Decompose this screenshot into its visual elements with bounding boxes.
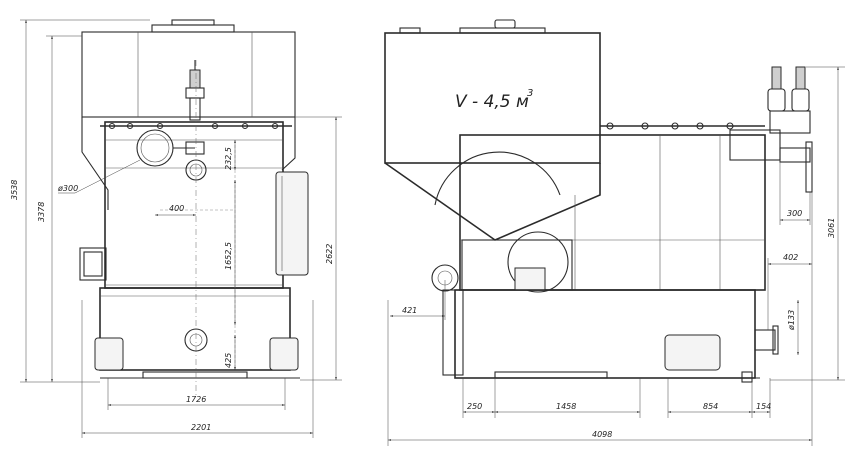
dim-inner-height: 1652,5 <box>224 242 233 270</box>
dim-side-421: 421 <box>402 306 417 315</box>
dim-side-diameter-133: ø133 <box>787 310 796 331</box>
front-safety-valve <box>185 60 205 121</box>
side-drive-unit <box>664 334 721 371</box>
front-left-motor <box>79 247 107 281</box>
front-inspection-port <box>136 129 174 167</box>
front-dimensions: 3538 3378 2622 1652,5 232,5 425 400 ø300… <box>10 19 342 438</box>
dim-top-offset: 232,5 <box>224 147 233 170</box>
dim-body-height: 3378 <box>37 202 46 222</box>
front-flange-bolts <box>108 122 279 130</box>
front-hopper-lid <box>151 24 235 33</box>
side-view: V - 4,5 м 3 <box>384 19 813 383</box>
dim-side-402: 402 <box>783 253 798 262</box>
dim-side-250: 250 <box>467 402 482 411</box>
dim-side-154: 154 <box>756 402 771 411</box>
hopper-volume-label: V - 4,5 м <box>455 92 529 112</box>
front-hopper <box>81 31 296 118</box>
side-boiler-body <box>459 134 766 291</box>
front-view <box>79 19 309 395</box>
front-side-door <box>275 171 309 276</box>
dim-side-1458: 1458 <box>556 402 576 411</box>
dim-bottom-offset: 425 <box>224 353 233 368</box>
dim-side-300: 300 <box>787 209 802 218</box>
dim-overall-width: 2201 <box>191 423 211 432</box>
dim-offset-400: 400 <box>169 204 184 213</box>
dim-base-width: 1726 <box>186 395 206 404</box>
dim-side-overall-length: 4098 <box>592 430 612 439</box>
hopper-volume-exponent: 3 <box>527 88 533 99</box>
front-right-drive <box>269 337 299 371</box>
front-base <box>99 287 291 371</box>
front-boiler-body <box>104 121 284 289</box>
dim-side-right-height: 3061 <box>827 218 836 238</box>
side-dimensions: 3061 300 402 ø133 421 250 1458 854 154 <box>387 66 845 446</box>
dim-diameter-300: ø300 <box>57 184 78 193</box>
side-return-nozzle <box>754 329 776 351</box>
dim-side-854: 854 <box>703 402 718 411</box>
side-auger-arc <box>434 151 561 206</box>
side-door <box>442 289 464 376</box>
side-safety-valves <box>767 66 811 134</box>
side-burner-disk <box>507 231 569 293</box>
dim-right-height: 2622 <box>325 244 334 264</box>
dim-overall-height: 3538 <box>10 180 19 200</box>
side-hopper-funnel <box>384 162 601 241</box>
front-left-drive <box>94 337 124 371</box>
side-flange-bolts <box>606 122 734 130</box>
side-outlet-header <box>729 129 781 161</box>
